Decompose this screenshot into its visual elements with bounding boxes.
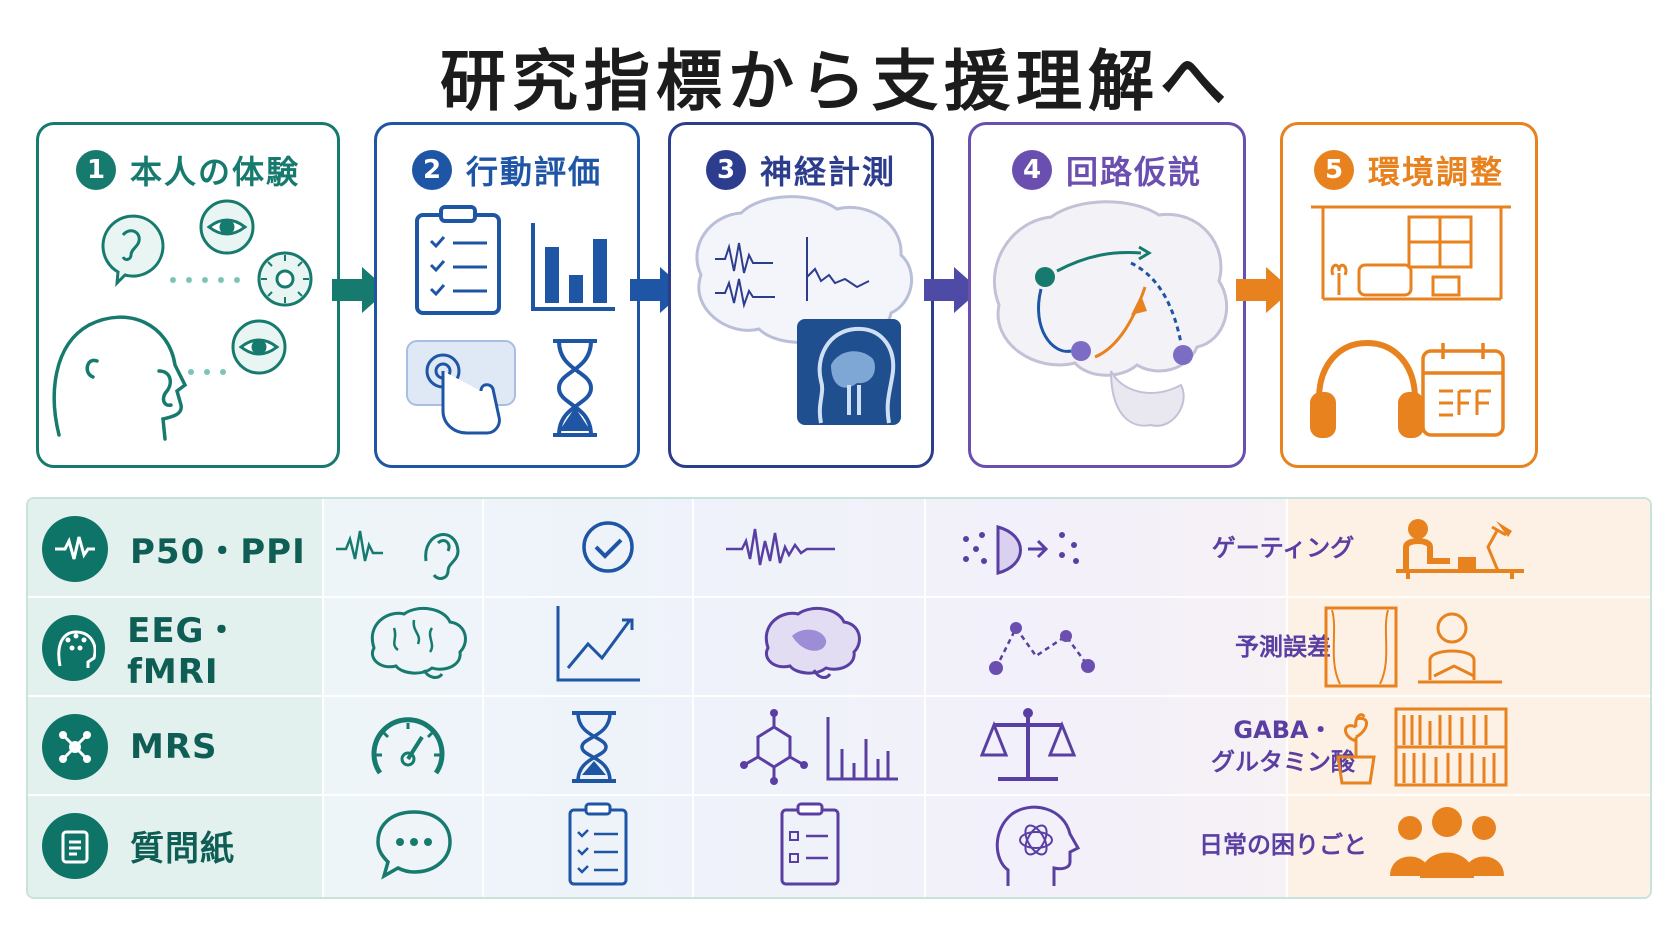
step-5-number: 5 [1313,150,1354,190]
molecule-spectrum-icon [740,709,898,785]
row-mrs: MRS [28,697,322,796]
step-4-card: 4 回路仮説 [968,122,1246,468]
desk-lamp-person-icon [1396,519,1524,579]
bar-chart-icon [531,223,615,311]
face-profile-icon [52,315,188,441]
step-3-title: 神経計測 [759,153,896,191]
step-4-number: 4 [1011,150,1052,190]
indicator-matrix: P50・PPI ゲーティング EEG・fMRI [26,497,1652,899]
wave-ear-icon [336,530,460,580]
row-questionnaire: 質問紙 [28,796,322,895]
check-circle-icon [582,521,634,573]
step-3-number: 3 [705,150,746,190]
mri-head-icon [797,319,901,425]
mechanism-label: 予測誤差 [1235,632,1331,661]
step-1-card: 1 本人の体験 [36,122,340,468]
arrow-4-5 [1236,267,1292,313]
step-2-title: 行動評価 [465,153,602,191]
waveform-icon [42,515,108,582]
gating-filter-icon [963,525,1079,575]
sun-icon [257,251,313,307]
touch-screen-icon [406,340,516,435]
step-5-card: 5 環境調整 [1280,122,1538,468]
step-4-title: 回路仮説 [1065,153,1202,191]
clipboard-checklist-icon [415,205,501,315]
brain-scan-icon [764,606,861,679]
row-label: P50・PPI [130,532,306,572]
prediction-error-nodes-icon [989,622,1095,675]
calendar-icon [1421,343,1505,437]
ear-icon [101,214,165,287]
gauge-icon [371,717,445,775]
clipboard-checklist-icon [568,802,628,886]
mechanism-label: GABA・ グルタミン酸 [1193,697,1373,796]
brain-circuit-icon [993,200,1229,427]
eye-icon [231,319,287,375]
arrow-3-4 [924,267,980,313]
eeg-cap-head-icon [42,614,106,681]
step-2-number: 2 [411,150,452,190]
mechanism-line-2: グルタミン酸 [1211,747,1355,776]
row-label: MRS [130,726,218,767]
mechanism-label: ゲーティング [1211,533,1355,562]
rising-line-chart-icon [556,606,640,682]
row-label: 質問紙 [130,829,235,869]
molecule-icon [42,713,108,780]
hourglass-icon [553,339,597,437]
tangled-head-icon [995,805,1081,886]
living-room-icon [1311,205,1511,301]
brain-icon [370,606,467,679]
page-title: 研究指標から支援理解へ [440,43,1232,120]
row-p50-ppi: P50・PPI [28,499,322,598]
row-label: EEG・fMRI [127,611,240,692]
hourglass-icon [572,711,616,783]
mechanism-line-1: GABA・ [1233,716,1333,745]
brain-waves-icon [695,195,913,344]
balance-scale-icon [979,708,1077,781]
speech-bubble-icon [376,810,452,880]
form-icon [780,802,840,886]
headphones-icon [1310,339,1424,438]
row-eeg-fmri: EEG・fMRI [28,598,322,697]
eye-icon [199,199,255,255]
curtain-reading-person-icon [1324,606,1502,688]
step-2-card: 2 行動評価 [374,122,640,468]
plant-bookshelf-icon [1336,707,1508,787]
step-3-card: 3 神経計測 [668,122,934,468]
step-1-title: 本人の体験 [129,153,300,191]
step-5-title: 環境調整 [1367,153,1504,191]
mechanism-label: 日常の困りごと [1199,830,1367,859]
clipboard-icon [42,812,108,879]
group-people-icon [1390,807,1504,878]
step-1-number: 1 [75,150,116,190]
eeg-wave-icon [726,528,835,566]
